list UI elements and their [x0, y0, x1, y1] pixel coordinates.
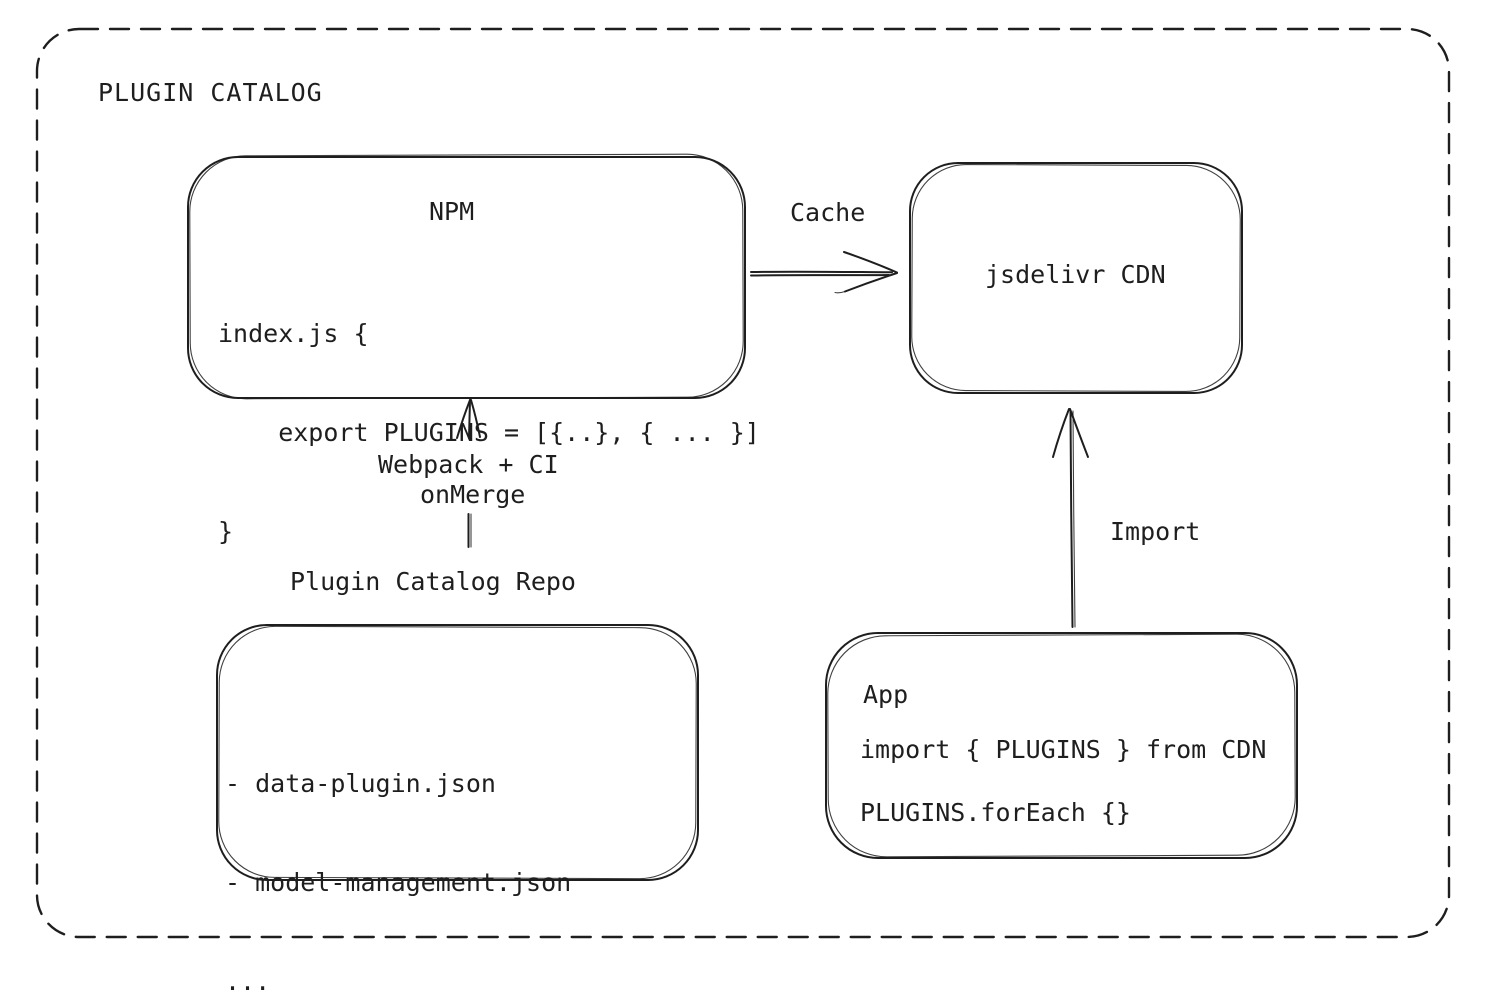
npm-code-block: index.js { export PLUGINS = [{..}, { ...…: [218, 251, 760, 614]
catalog-frame-title: PLUGIN CATALOG: [98, 78, 323, 107]
repo-file-list: - data-plugin.json - model-management.js…: [225, 701, 571, 1002]
cache-arrow-label: Cache: [790, 198, 866, 227]
catalog-frame-border: [35, 27, 1451, 939]
build-arrow-label-line2: onMerge: [420, 480, 526, 509]
cache-arrow: [750, 251, 898, 294]
app-box-title: App: [863, 680, 909, 709]
repo-file-item: - model-management.json: [225, 868, 572, 897]
npm-box-outline: [187, 153, 746, 400]
npm-code-line: index.js {: [218, 319, 369, 348]
repo-file-item: - data-plugin.json: [225, 769, 496, 798]
app-box-outline: [825, 632, 1298, 859]
import-arrow: [1052, 408, 1089, 628]
app-code-line: PLUGINS.forEach {}: [860, 798, 1131, 827]
import-arrow-label: Import: [1110, 517, 1201, 546]
repo-box-label: Plugin Catalog Repo: [290, 567, 576, 596]
app-code-line: import { PLUGINS } from CDN: [860, 735, 1267, 764]
build-arrow: [456, 399, 481, 548]
repo-file-item: ...: [225, 967, 271, 996]
npm-box-title: NPM: [429, 197, 475, 226]
repo-box-outline: [216, 624, 699, 881]
cdn-box-label: jsdelivr CDN: [985, 260, 1166, 289]
build-arrow-label-line1: Webpack + CI: [378, 450, 559, 479]
npm-code-line: }: [218, 517, 234, 546]
cdn-box-outline: [909, 162, 1243, 394]
npm-code-line: export PLUGINS = [{..}, { ... }]: [218, 418, 760, 447]
